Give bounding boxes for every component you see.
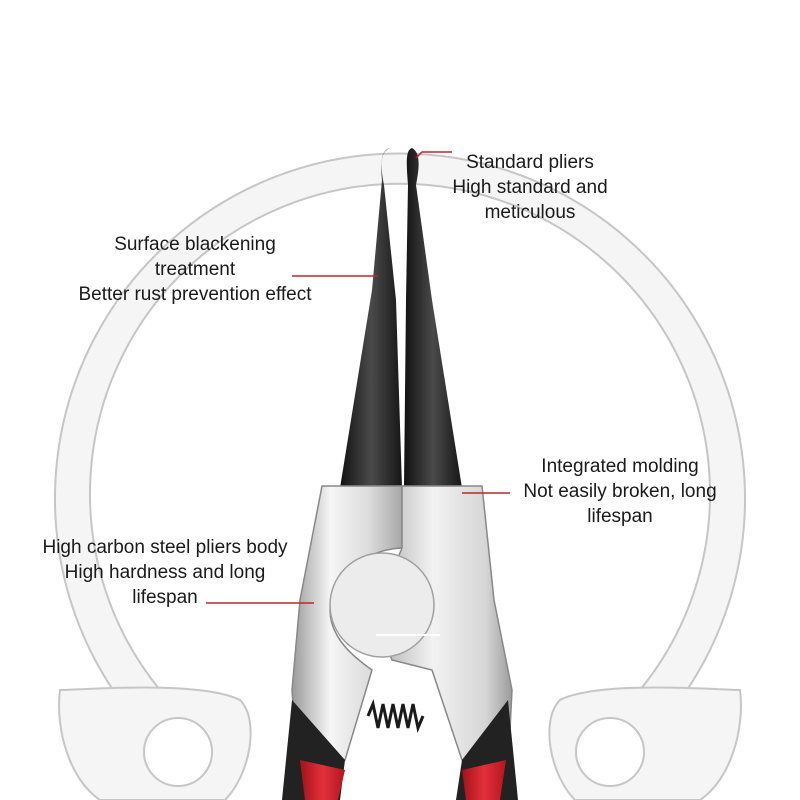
- callout-line: Standard pliers: [466, 152, 594, 173]
- pliers-body: [291, 485, 513, 771]
- callout-line: meticulous: [484, 202, 576, 223]
- callout-line: Not easily broken, long: [523, 481, 717, 502]
- callout-line: Integrated molding: [541, 456, 699, 477]
- callout-line: treatment: [154, 259, 236, 280]
- spring: [366, 698, 425, 734]
- pliers-tips: [340, 148, 462, 488]
- callout-line: Better rust prevention effect: [78, 284, 312, 305]
- circlip-ring: [54, 152, 746, 800]
- callout-line: lifespan: [587, 506, 653, 527]
- callout-line: High carbon steel pliers body: [42, 537, 288, 558]
- callout-carbon-steel-body: High carbon steel pliers body High hardn…: [20, 535, 310, 610]
- callout-standard-pliers: Standard pliers High standard and meticu…: [440, 150, 620, 225]
- callout-line: High hardness and long: [64, 562, 266, 583]
- leader-lines: [206, 151, 510, 604]
- callout-line: High standard and: [452, 177, 608, 198]
- callout-integrated-molding: Integrated molding Not easily broken, lo…: [500, 454, 740, 529]
- callout-line: Surface blackening: [114, 234, 276, 255]
- pliers-handles: [282, 700, 518, 800]
- callout-line: lifespan: [132, 587, 198, 608]
- callout-surface-treatment: Surface blackening treatment Better rust…: [50, 232, 340, 307]
